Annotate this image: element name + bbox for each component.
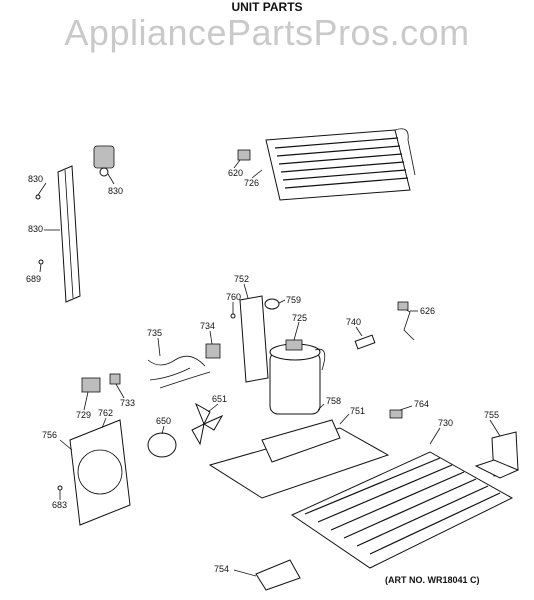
part-740[interactable] — [354, 334, 376, 350]
part-label-830b: 830 — [108, 186, 123, 196]
clip-830-icon[interactable] — [93, 145, 115, 177]
screw-830-icon[interactable] — [35, 194, 41, 200]
drain-pan-754[interactable] — [255, 559, 301, 591]
part-label-754: 754 — [214, 564, 229, 574]
diagram-title: UNIT PARTS — [231, 0, 303, 14]
part-label-650: 650 — [156, 416, 171, 426]
fan-blade[interactable] — [191, 402, 224, 446]
watermark: AppliancePartsPros.com — [64, 12, 470, 53]
part-label-729: 729 — [76, 410, 91, 420]
fan-motor[interactable] — [147, 432, 177, 458]
part-label-758: 758 — [326, 396, 341, 406]
part-label-730: 730 — [438, 418, 453, 428]
compressor-mount[interactable] — [261, 419, 341, 463]
grommet-759-icon[interactable] — [264, 298, 280, 310]
condenser-coil[interactable] — [265, 128, 416, 201]
part-label-734: 734 — [200, 321, 215, 331]
part-label-683: 683 — [52, 500, 67, 510]
part-label-751: 751 — [350, 406, 365, 416]
vertical-channel[interactable] — [57, 165, 81, 303]
relay-734-icon[interactable] — [205, 343, 221, 359]
part-label-620: 620 — [228, 168, 243, 178]
capacitor-729-icon[interactable] — [81, 377, 101, 393]
part-label-651: 651 — [212, 394, 227, 404]
part-label-752: 752 — [234, 274, 249, 284]
part-label-733: 733 — [120, 398, 135, 408]
part-label-740: 740 — [346, 317, 361, 327]
screw-760-icon[interactable] — [230, 313, 236, 319]
part-764-icon[interactable] — [389, 409, 403, 419]
part-label-764: 764 — [414, 399, 429, 409]
part-label-756: 756 — [42, 430, 57, 440]
compressor[interactable] — [269, 339, 326, 415]
part-label-830c: 830 — [28, 224, 43, 234]
part-620-icon[interactable] — [237, 149, 251, 161]
wiring-harness[interactable] — [147, 355, 211, 389]
art-number: (ART NO. WR18041 C) — [385, 575, 480, 585]
bracket-752[interactable] — [239, 295, 269, 383]
screw-689-icon[interactable] — [38, 259, 44, 265]
part-label-759: 759 — [286, 295, 301, 305]
part-label-689: 689 — [26, 274, 41, 284]
part-label-735: 735 — [147, 328, 162, 338]
condenser-coil-730[interactable] — [290, 451, 514, 569]
part-label-626: 626 — [420, 306, 435, 316]
fan-shroud[interactable] — [69, 419, 131, 526]
part-label-726: 726 — [244, 178, 259, 188]
part-733-icon[interactable] — [109, 373, 121, 385]
part-label-760: 760 — [226, 292, 241, 302]
part-label-755: 755 — [484, 410, 499, 420]
screw-683-icon[interactable] — [57, 485, 63, 491]
part-label-830a: 830 — [28, 174, 43, 184]
part-label-725: 725 — [292, 313, 307, 323]
part-label-762: 762 — [98, 408, 113, 418]
